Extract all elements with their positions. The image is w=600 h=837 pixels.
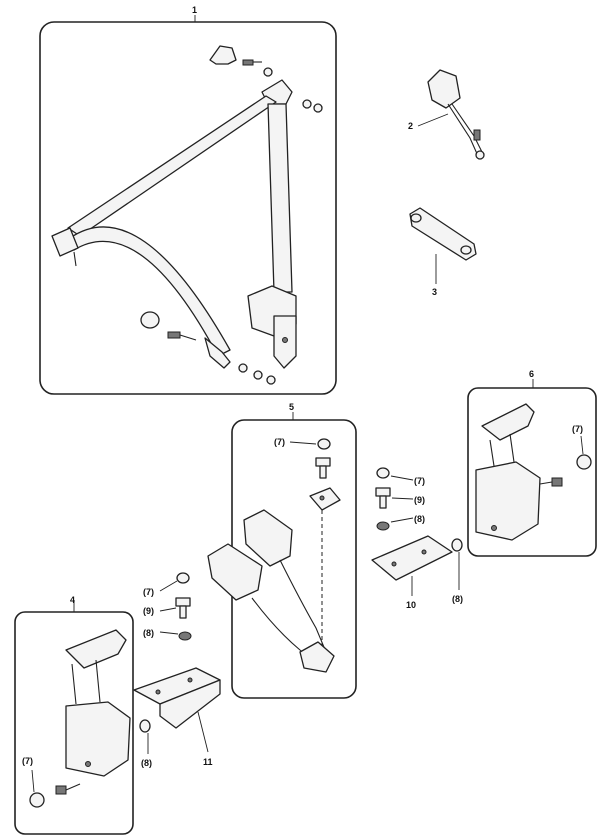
- top-bolt-set: [242, 59, 323, 113]
- bolt-5: [315, 457, 331, 479]
- callout-3: 3: [432, 287, 437, 297]
- part-2-buckle-stalk: 2: [408, 69, 485, 160]
- group-1-front-belt-assembly: 1: [39, 5, 337, 395]
- callout-8-part-10: (8): [414, 514, 425, 524]
- callout-8-part-11: (8): [143, 628, 154, 638]
- retractor-body-6: [475, 461, 541, 541]
- callout-6: 6: [529, 369, 534, 379]
- callout-7-group-5: (7): [274, 437, 285, 447]
- part-10-anchor-plate: (7) (9) (8) (8) 10: [371, 467, 463, 610]
- belt-webbing-diagonal: [67, 95, 277, 237]
- anchor-cap: [140, 311, 160, 329]
- callout-7-group-4: (7): [22, 756, 33, 766]
- webbing-guide-4: [65, 629, 127, 669]
- group-1-frame: [39, 21, 337, 395]
- callout-8-part-11-washer: (8): [141, 758, 152, 768]
- webbing-guide-6: [481, 403, 535, 441]
- buckle-5-anchor: [299, 641, 335, 673]
- callout-8-part-10-washer: (8): [452, 594, 463, 604]
- callout-5: 5: [289, 402, 294, 412]
- group-4-rear-retractor-left: 4 (7): [14, 595, 134, 835]
- anchor-cover: [209, 45, 237, 65]
- belt-tongue: [51, 227, 79, 257]
- callout-2: 2: [408, 121, 413, 131]
- anchor-plate-10: [371, 535, 453, 581]
- callout-7-group-6: (7): [572, 424, 583, 434]
- callout-7-part-10: (7): [414, 476, 425, 486]
- buckle-5-lower: [207, 543, 263, 601]
- callout-4: 4: [70, 595, 75, 605]
- callout-9-part-10: (9): [414, 495, 425, 505]
- anchor-plate-5: [309, 487, 341, 511]
- cap-4: [29, 792, 45, 808]
- cap-6: [576, 454, 592, 470]
- callout-10: 10: [406, 600, 416, 610]
- lower-bolt-set: [167, 331, 276, 385]
- group-5-twin-buckles: 5 (7): [207, 402, 357, 699]
- retractor-body-4: [65, 701, 131, 777]
- part-3-link-bracket: 3: [409, 207, 477, 297]
- belt-webbing-vertical: [267, 103, 293, 293]
- link-bracket: [409, 207, 477, 261]
- callout-11: 11: [203, 757, 213, 767]
- group-6-rear-retractor-right: 6 (7): [467, 369, 597, 557]
- callout-1: 1: [192, 5, 197, 15]
- belt-webbing-lap: [69, 226, 231, 357]
- callout-9-part-11: (9): [143, 606, 154, 616]
- part-11-anchor-bracket: (7) (9) (8) (8) 11: [133, 572, 221, 768]
- group-6-frame: [467, 387, 597, 557]
- buckle-5-upper: [243, 509, 293, 567]
- cap-5: [317, 438, 331, 450]
- buckle-2: [427, 69, 461, 109]
- callout-7-part-11: (7): [143, 587, 154, 597]
